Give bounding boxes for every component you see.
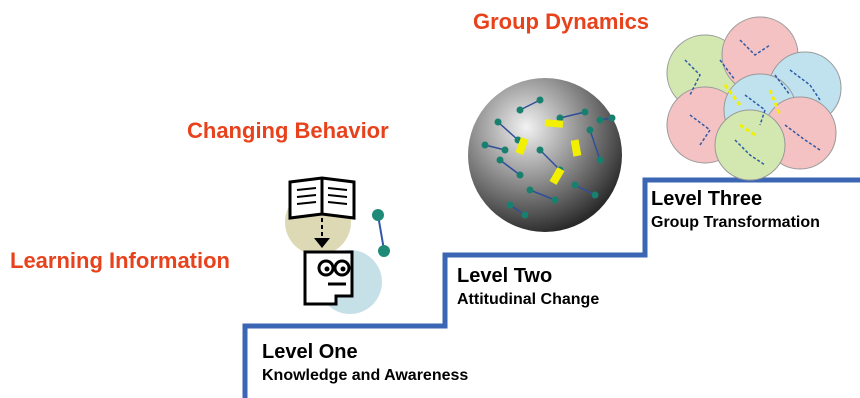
overlapping-group-circles-icon xyxy=(666,16,842,181)
level-three-label: Level Three Group Transformation xyxy=(651,187,820,233)
level-three-subtitle: Group Transformation xyxy=(651,214,820,231)
level-two-label: Level Two Attitudinal Change xyxy=(457,264,599,310)
level-two-title: Level Two xyxy=(457,265,553,287)
level-one-title: Level One xyxy=(262,341,358,363)
level-one-label: Level One Knowledge and Awareness xyxy=(262,340,468,386)
heading-learning-information: Learning Information xyxy=(10,248,230,273)
level-three-title: Level Three xyxy=(651,188,763,210)
book-and-thinking-head-icon xyxy=(285,176,390,314)
level-one-subtitle: Knowledge and Awareness xyxy=(262,367,469,384)
level-two-subtitle: Attitudinal Change xyxy=(457,291,600,308)
molecule-sphere-icon xyxy=(468,78,622,232)
stair-outline xyxy=(242,177,860,398)
heading-changing-behavior: Changing Behavior xyxy=(187,118,389,143)
heading-group-dynamics: Group Dynamics xyxy=(473,9,650,34)
